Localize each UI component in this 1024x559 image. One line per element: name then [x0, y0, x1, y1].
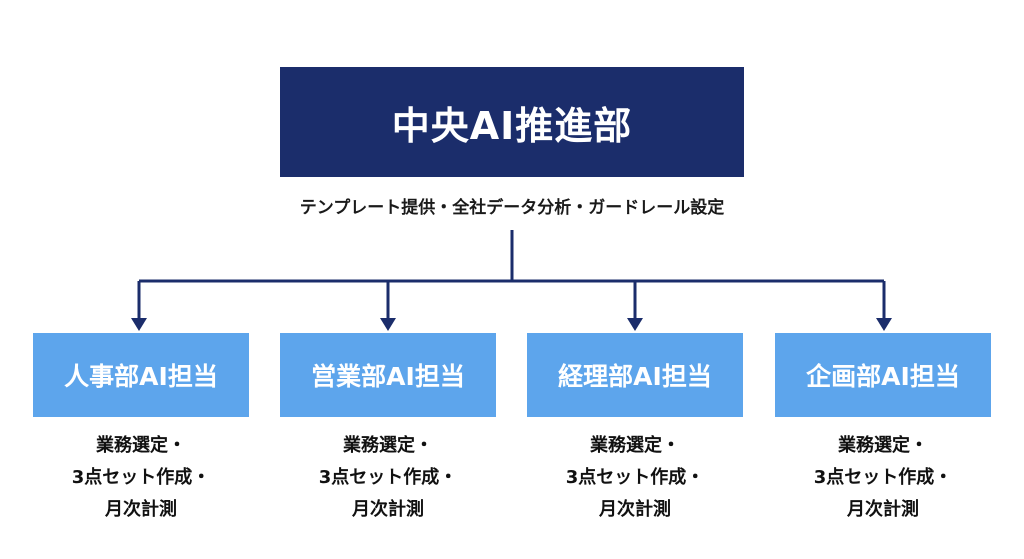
- department-box-accounting: 経理部AI担当: [527, 333, 743, 417]
- department-label: 営業部AI担当: [311, 362, 465, 391]
- department-tasks-sales: 業務選定・ 3点セット作成・ 月次計測: [280, 430, 496, 526]
- department-tasks-planning: 業務選定・ 3点セット作成・ 月次計測: [775, 430, 991, 526]
- arrowhead-dept-4: [876, 318, 892, 331]
- task-line: 3点セット作成・: [318, 467, 458, 488]
- headquarters-box: 中央AI推進部: [280, 67, 744, 177]
- task-line: 3点セット作成・: [565, 467, 705, 488]
- department-tasks-hr: 業務選定・ 3点セット作成・ 月次計測: [33, 430, 249, 526]
- arrowhead-dept-3: [627, 318, 643, 331]
- task-line: 月次計測: [847, 499, 919, 520]
- headquarters-description: テンプレート提供・全社データ分析・ガードレール設定: [299, 198, 725, 218]
- arrowhead-dept-2: [380, 318, 396, 331]
- department-box-hr: 人事部AI担当: [33, 333, 249, 417]
- task-line: 月次計測: [352, 499, 424, 520]
- task-line: 業務選定・: [96, 435, 186, 456]
- task-line: 業務選定・: [590, 435, 680, 456]
- headquarters-title: 中央AI推進部: [391, 103, 633, 148]
- department-box-sales: 営業部AI担当: [280, 333, 496, 417]
- task-line: 業務選定・: [343, 435, 433, 456]
- task-line: 月次計測: [599, 499, 671, 520]
- task-line: 3点セット作成・: [71, 467, 211, 488]
- task-line: 3点セット作成・: [813, 467, 953, 488]
- task-line: 業務選定・: [838, 435, 928, 456]
- department-label: 人事部AI担当: [64, 362, 218, 391]
- department-box-planning: 企画部AI担当: [775, 333, 991, 417]
- department-tasks-accounting: 業務選定・ 3点セット作成・ 月次計測: [527, 430, 743, 526]
- arrowhead-dept-1: [131, 318, 147, 331]
- task-line: 月次計測: [105, 499, 177, 520]
- department-label: 経理部AI担当: [558, 362, 712, 391]
- department-label: 企画部AI担当: [806, 362, 960, 391]
